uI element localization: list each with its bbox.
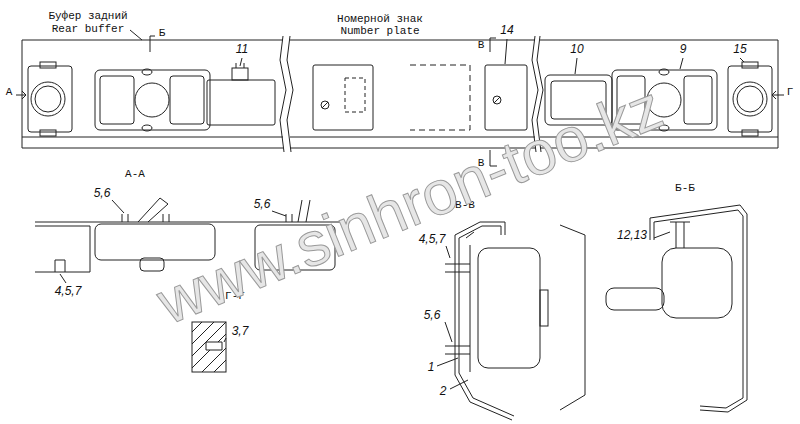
callout-number: 5,6 xyxy=(94,187,111,200)
callout-number: 10 xyxy=(570,43,583,56)
section-b-b xyxy=(606,205,747,412)
callout-number: 5,6 xyxy=(254,198,271,211)
callout-number: 2 xyxy=(440,385,447,398)
callout-number: 12,13 xyxy=(617,229,647,242)
callout-number: 5,6 xyxy=(424,309,441,322)
callout-number: 3,7 xyxy=(232,325,249,338)
part-label: Rear buffer xyxy=(52,23,125,35)
section-mark: А xyxy=(6,86,13,98)
callout-number: 11 xyxy=(236,43,248,56)
section-v-v xyxy=(437,222,585,420)
section-mark: Б xyxy=(159,27,166,39)
section-g-g xyxy=(192,322,226,372)
bumper-top-view xyxy=(16,30,784,166)
section-title: Б-Б xyxy=(675,182,695,194)
section-mark: В xyxy=(478,39,485,51)
part-label: Буфер задний xyxy=(48,10,127,22)
part-label: Number plate xyxy=(340,25,419,37)
watermark: www.sinhron-too.kz xyxy=(148,73,672,338)
callout-number: 4,5,7 xyxy=(55,285,82,298)
callout-number: 14 xyxy=(500,24,513,37)
section-title: А-А xyxy=(125,168,145,180)
callout-number: 9 xyxy=(680,43,687,56)
part-label: Номерной знак xyxy=(337,13,423,25)
section-mark: Г xyxy=(787,86,794,98)
callout-number: 15 xyxy=(733,43,746,56)
callout-number: 1 xyxy=(428,361,435,374)
